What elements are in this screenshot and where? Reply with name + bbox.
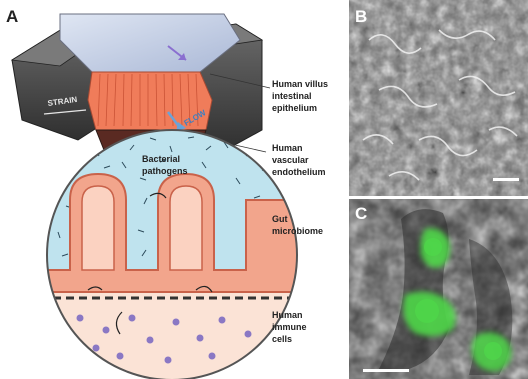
svg-text:intestinal: intestinal [272, 91, 312, 101]
svg-text:Bacterial: Bacterial [142, 154, 180, 164]
svg-text:epithelium: epithelium [272, 103, 317, 113]
panel-b-letter: B [355, 7, 367, 26]
svg-text:immune: immune [272, 322, 307, 332]
svg-text:pathogens: pathogens [142, 166, 188, 176]
svg-text:cells: cells [272, 334, 292, 344]
label-villus-epithelium: Human villus intestinal epithelium [272, 79, 328, 113]
svg-text:microbiome: microbiome [272, 226, 323, 236]
tissue-compartment [40, 292, 310, 379]
schematic-svg: A [0, 0, 346, 379]
svg-text:vascular: vascular [272, 155, 309, 165]
panel-b-micrograph: B [349, 0, 528, 196]
panel-c-micrograph: C [349, 199, 528, 379]
svg-text:Human villus: Human villus [272, 79, 328, 89]
fluorescence-image: C [349, 199, 528, 379]
villus-core-right [170, 186, 202, 270]
svg-text:Human: Human [272, 310, 303, 320]
villus-core-left [82, 186, 114, 270]
label-immune-cells: Human immune cells [272, 310, 307, 344]
scale-bar-c [363, 369, 409, 372]
sem-image: B [349, 0, 528, 196]
panel-a-schematic: A [0, 0, 346, 379]
organ-chip-device: STRAIN FLOW [12, 14, 262, 152]
panel-a-letter: A [6, 7, 18, 26]
svg-text:endothelium: endothelium [272, 167, 326, 177]
label-vascular-endothelium: Human vascular endothelium [272, 143, 326, 177]
panel-c-letter: C [355, 204, 367, 223]
svg-text:Gut: Gut [272, 214, 288, 224]
svg-text:Human: Human [272, 143, 303, 153]
scale-bar-b [493, 178, 519, 181]
